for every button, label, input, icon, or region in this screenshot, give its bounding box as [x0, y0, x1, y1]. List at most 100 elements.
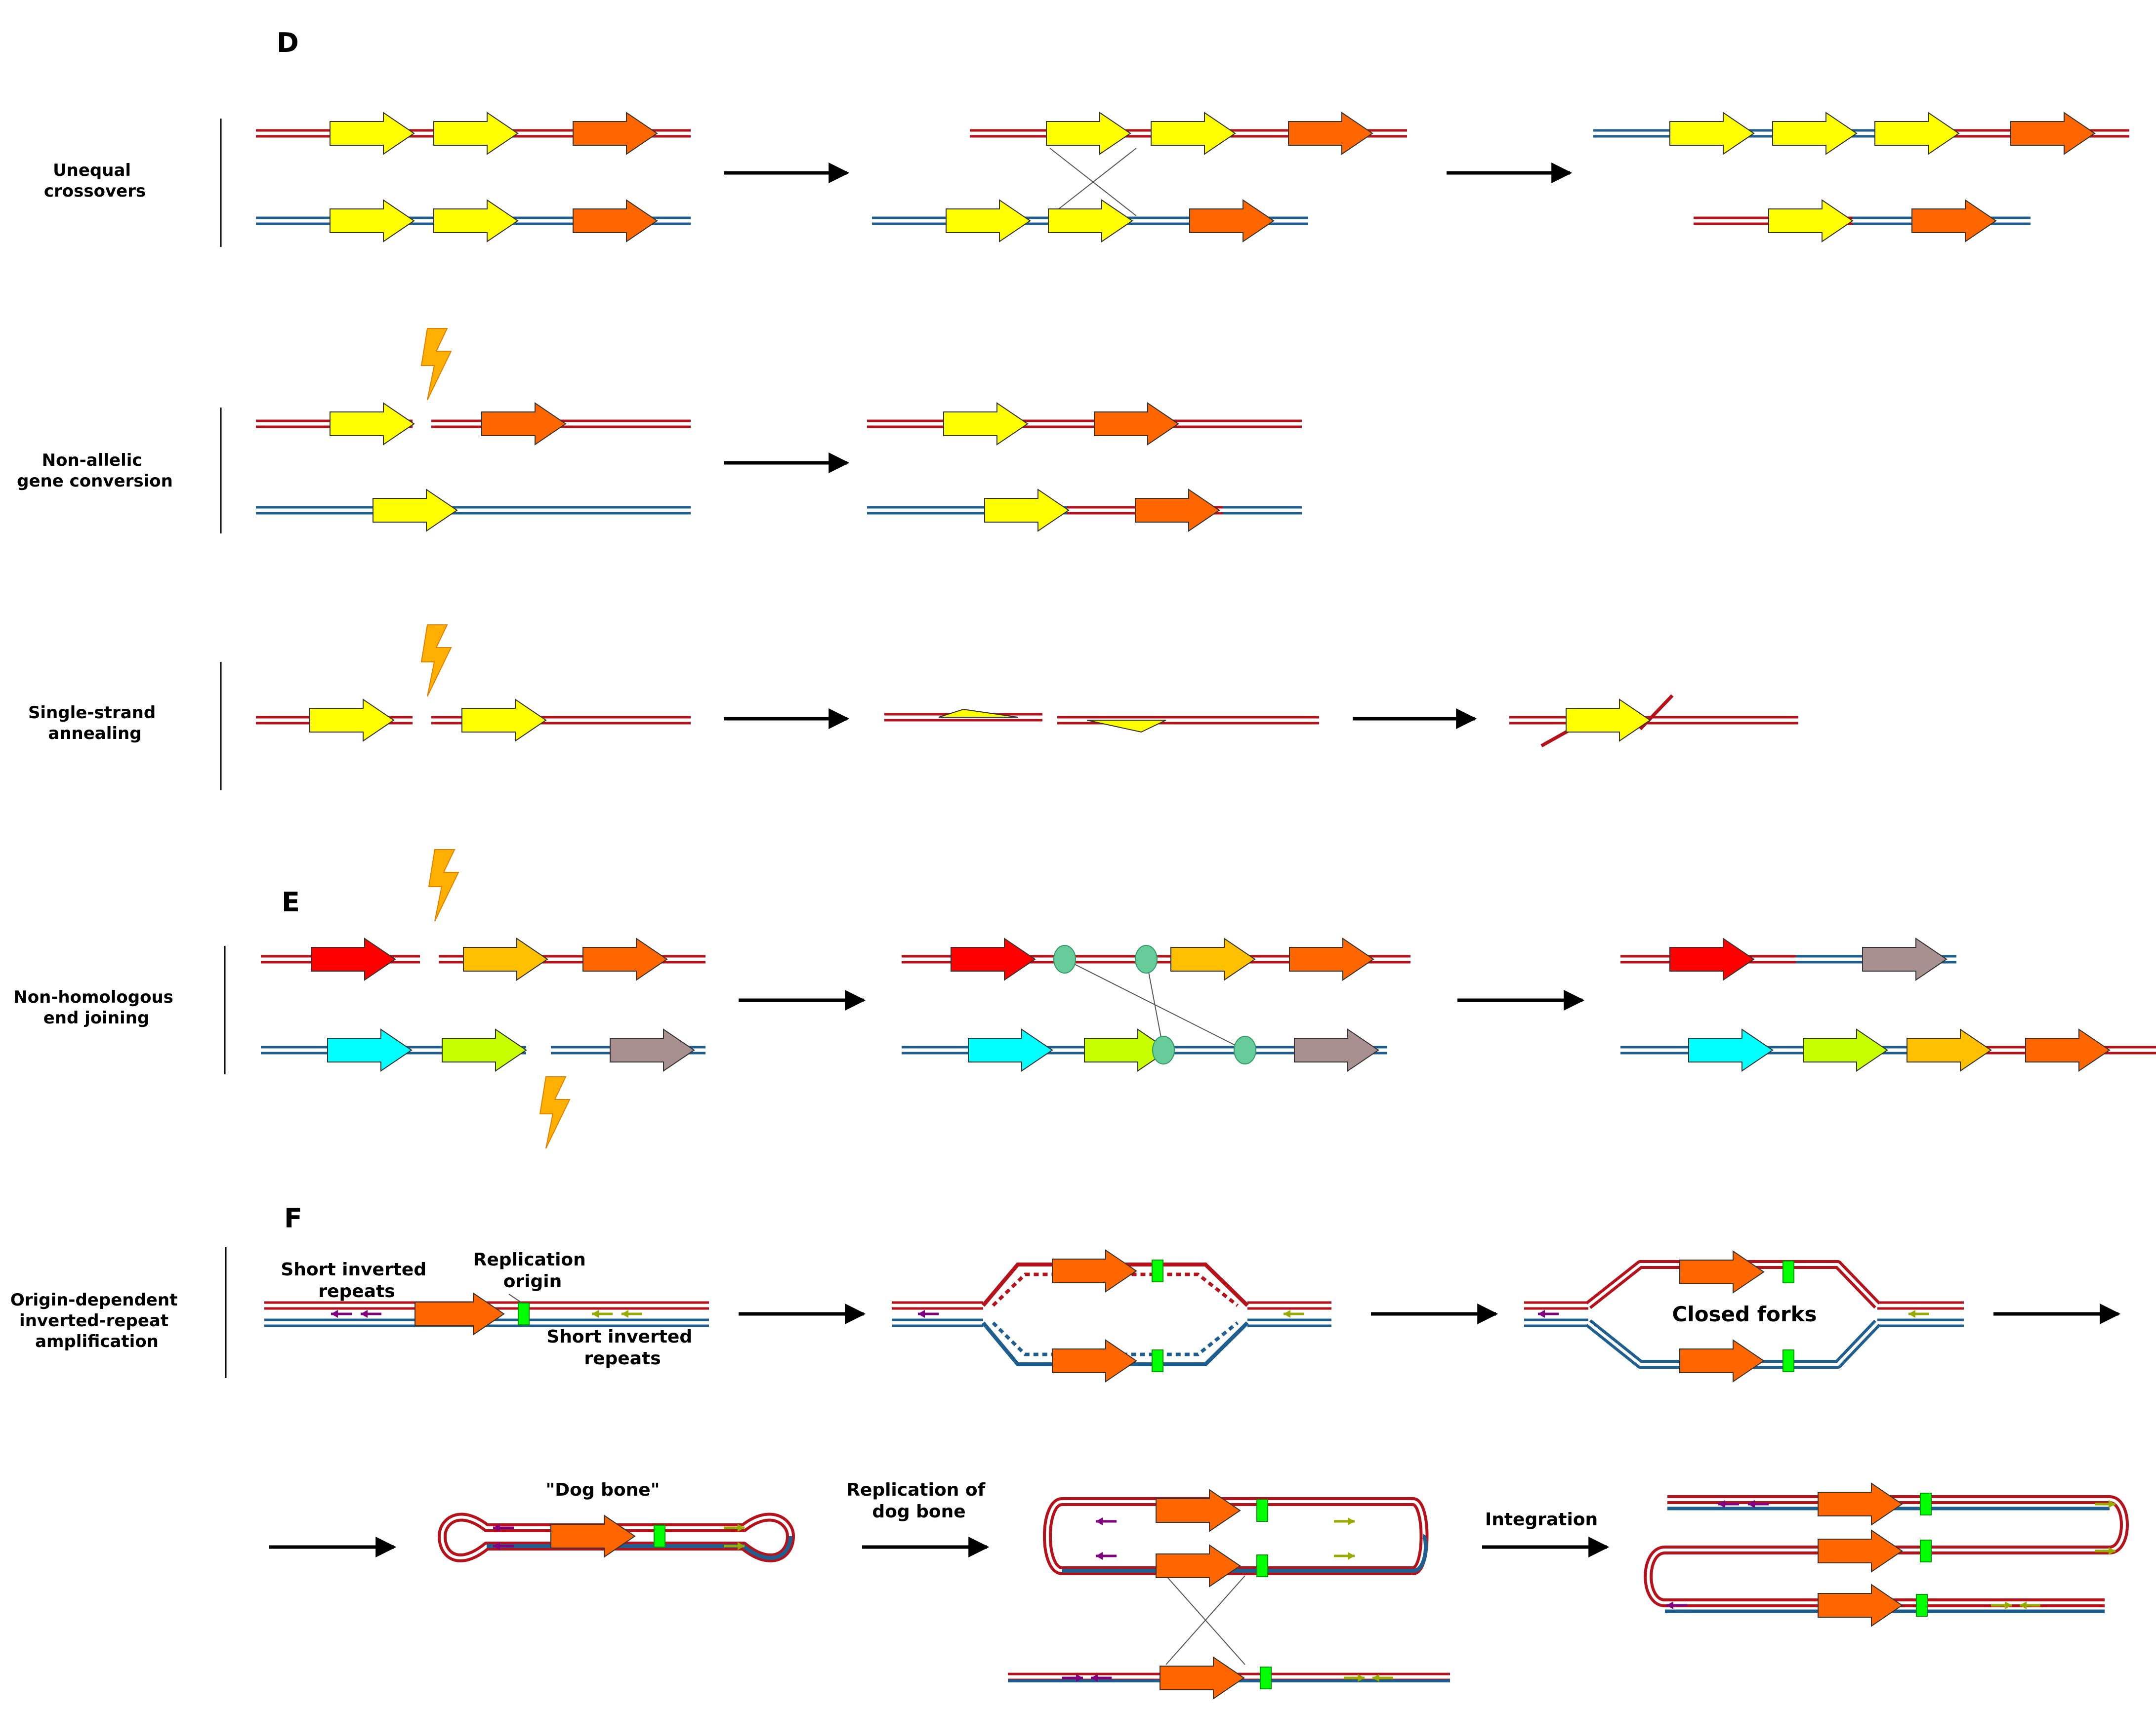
inverted-repeat-arrowhead: [2109, 1547, 2115, 1555]
gene-arrow: [1135, 489, 1220, 532]
gene-arrow: [373, 489, 458, 532]
ku-protein-mark: [1135, 945, 1158, 974]
inverted-repeat-arrowhead: [1096, 1552, 1103, 1560]
annotation-marks: [331, 328, 2115, 1689]
dog-bone-strand: [1062, 1534, 1428, 1573]
short-inverted-repeats-label-2: Short inverted repeats: [546, 1327, 698, 1369]
gene-arrow: [1170, 938, 1256, 981]
gene-arrow: [1911, 199, 1997, 243]
gene-arrow: [1862, 938, 1948, 981]
replication-origin-label: Replication origin: [473, 1250, 592, 1292]
crossover-line: [1049, 148, 1137, 216]
ku-protein-mark: [1053, 945, 1076, 974]
inverted-repeat-arrowhead: [1908, 1310, 1915, 1318]
inverted-repeat-arrowhead: [1358, 1674, 1365, 1682]
gene-arrow: [1289, 938, 1374, 981]
gene-arrow: [1688, 1028, 1774, 1072]
gene-arrow: [1094, 402, 1179, 446]
inverted-repeat-arrowhead: [1096, 1517, 1103, 1525]
dog-bone-strand: [487, 1536, 792, 1560]
panel-label-e: E: [282, 887, 300, 918]
panel-label-f: F: [284, 1203, 302, 1234]
gene-arrow: [968, 1028, 1053, 1072]
label-unequal-crossovers: Unequal crossovers: [44, 161, 146, 201]
gene-arrow: [984, 489, 1070, 532]
gene-arrow: [1818, 1482, 1903, 1526]
inverted-repeat-arrowhead: [2020, 1601, 2027, 1609]
ku-protein-mark: [1234, 1036, 1256, 1064]
gene-arrow: [951, 938, 1036, 981]
label-non-homologous-end-joining: Non-homologous end joining: [13, 987, 179, 1028]
replication-origin-mark: [1256, 1499, 1268, 1522]
gene-arrow: [433, 112, 519, 155]
replication-origin-mark: [1916, 1594, 1928, 1617]
inverted-repeat-arrowhead: [1348, 1552, 1355, 1560]
gene-arrow: [1294, 1028, 1379, 1072]
panel-label-d: D: [277, 27, 299, 58]
gene-arrow: [1669, 938, 1755, 981]
replication-origin-mark: [518, 1303, 530, 1325]
gene-arrow: [1669, 112, 1755, 155]
inverted-repeat-arrowhead: [1076, 1674, 1083, 1682]
label-non-allelic-gene-conversion: Non-allelic gene conversion: [17, 450, 173, 491]
gene-arrow: [311, 938, 396, 981]
gene-arrows: [309, 112, 2111, 1700]
replication-origin-mark: [1920, 1493, 1932, 1515]
gene-arrow: [415, 1292, 505, 1336]
gene-arrow: [1566, 698, 1651, 742]
gene-arrow: [1818, 1529, 1903, 1573]
label-single-strand-annealing: Single-strand annealing: [28, 703, 162, 743]
inverted-repeat-arrowhead: [1372, 1674, 1379, 1682]
gene-arrow: [1189, 199, 1275, 243]
gene-arrow: [1151, 112, 1236, 155]
gene-arrow: [2025, 1028, 2111, 1072]
inverted-repeat-arrowhead: [1666, 1601, 1673, 1609]
inverted-repeat-arrowhead: [1091, 1674, 1098, 1682]
gene-arrow: [1907, 1028, 1992, 1072]
lightning-icon: [420, 328, 452, 401]
resected-gene-arrow: [938, 708, 1018, 718]
gene-arrow: [1048, 199, 1133, 243]
crossover-line: [1165, 1575, 1245, 1665]
gene-arrow: [573, 112, 658, 155]
inverted-repeat-arrowhead: [1718, 1500, 1725, 1508]
short-inverted-repeats-label: Short inverted repeats: [281, 1260, 432, 1302]
inverted-repeat-arrowhead: [2005, 1601, 2012, 1609]
gene-arrow: [330, 199, 415, 243]
dna-strands: [256, 129, 2156, 1682]
gene-arrow: [1772, 112, 1858, 155]
closed-forks-label: Closed forks: [1672, 1302, 1817, 1326]
inverted-repeat-arrowhead: [592, 1310, 599, 1318]
inverted-repeat-arrowhead: [2109, 1500, 2115, 1508]
label-odira: Origin-dependent inverted-repeat amplifi…: [10, 1290, 183, 1351]
gene-arrow: [1679, 1250, 1765, 1294]
replication-origin-mark: [1152, 1260, 1163, 1282]
crossover-lines: [508, 148, 1245, 1665]
replication-origin-mark: [1783, 1349, 1794, 1372]
row-separators: [220, 119, 227, 1378]
gene-arrow: [1052, 1339, 1137, 1383]
nascent-strand: [992, 1321, 1239, 1356]
replication-of-dog-bone-label: Replication of dog bone: [846, 1480, 992, 1522]
gene-arrow: [327, 1028, 413, 1072]
lightning-icon: [428, 849, 459, 922]
gene-arrow: [442, 1028, 527, 1072]
dna-strand: [1647, 1498, 2126, 1604]
replication-origin-mark: [1256, 1554, 1268, 1577]
crossover-line: [1146, 959, 1164, 1051]
inverted-repeat-arrowhead: [738, 1524, 745, 1532]
gene-arrow: [481, 402, 567, 446]
gene-arrow: [943, 402, 1029, 446]
inverted-repeat-arrowhead: [918, 1310, 925, 1318]
gene-arrow: [1874, 112, 1960, 155]
pointer-line: [508, 1294, 524, 1305]
gene-arrow: [1679, 1339, 1765, 1383]
ku-protein-mark: [1152, 1036, 1175, 1064]
gene-arrow: [550, 1514, 636, 1558]
gene-arrow: [946, 199, 1031, 243]
inverted-repeat-arrowhead: [361, 1310, 368, 1318]
gene-arrow: [1803, 1028, 1888, 1072]
gene-arrow: [1288, 112, 1373, 155]
gene-arrow: [463, 938, 548, 981]
